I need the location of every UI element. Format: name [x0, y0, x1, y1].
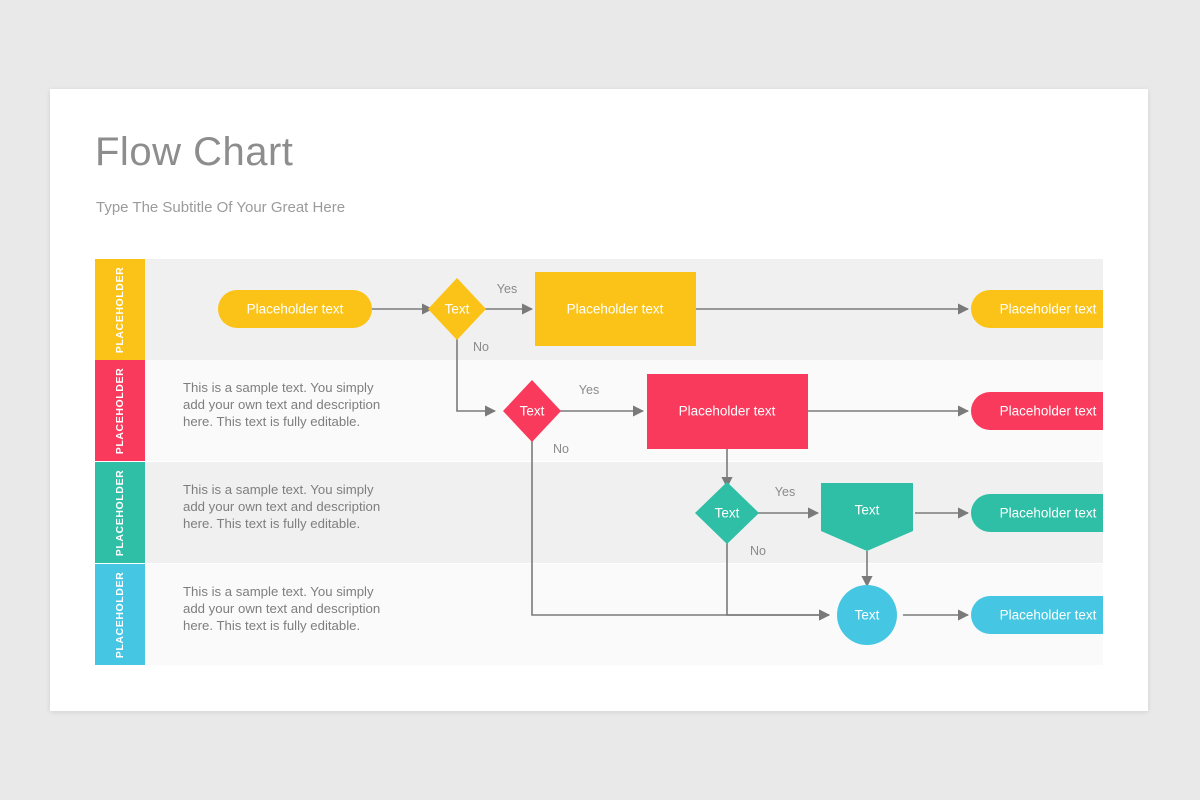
row-description: This is a sample text. You simply add yo… [183, 380, 381, 429]
row-band-2: PLACEHOLDER [95, 360, 145, 461]
node-r1-end-pill[interactable] [971, 290, 1103, 328]
row-band-label: PLACEHOLDER [114, 469, 126, 556]
row-description: This is a sample text. You simply add yo… [183, 584, 381, 633]
node-r1-decision-diamond[interactable] [428, 278, 486, 340]
node-r3-process-pentagon[interactable] [821, 483, 913, 551]
node-r3-end-pill[interactable] [971, 494, 1103, 532]
node-r1-start-pill[interactable] [218, 290, 372, 328]
page-title: Flow Chart [95, 130, 294, 174]
flow-diagram-canvas: Yes No Placeholder text Text Placeholder… [218, 272, 1103, 645]
row-band-3: PLACEHOLDER [95, 462, 145, 563]
row-band-label: PLACEHOLDER [114, 367, 126, 454]
flow-row: PLACEHOLDER This is a sample text. You s… [95, 462, 1103, 563]
node-r4-decision-circle[interactable] [837, 585, 897, 645]
row-band-1: PLACEHOLDER [95, 259, 145, 360]
node-r2-end-pill[interactable] [971, 392, 1103, 430]
row-band-4: PLACEHOLDER [95, 564, 145, 665]
node-r2-process-rect[interactable] [647, 374, 808, 449]
flow-row: PLACEHOLDER This is a sample text. You s… [95, 564, 1103, 665]
row-band-label: PLACEHOLDER [114, 266, 126, 353]
row-band-label: PLACEHOLDER [114, 571, 126, 658]
row-description: This is a sample text. You simply add yo… [183, 482, 381, 531]
node-r2-decision-diamond[interactable] [503, 380, 561, 442]
node-r1-process-rect[interactable] [535, 272, 696, 346]
flow-chart-table: PLACEHOLDER PLACEHOLDER This is a sample… [95, 259, 1103, 667]
node-r4-end-pill[interactable] [971, 596, 1103, 634]
flow-row: PLACEHOLDER This is a sample text. You s… [95, 360, 1103, 461]
page-subtitle: Type The Subtitle Of Your Great Here [96, 199, 346, 216]
node-r3-decision-diamond[interactable] [695, 482, 759, 544]
slide-card: Flow Chart Type The Subtitle Of Your Gre… [50, 89, 1148, 711]
